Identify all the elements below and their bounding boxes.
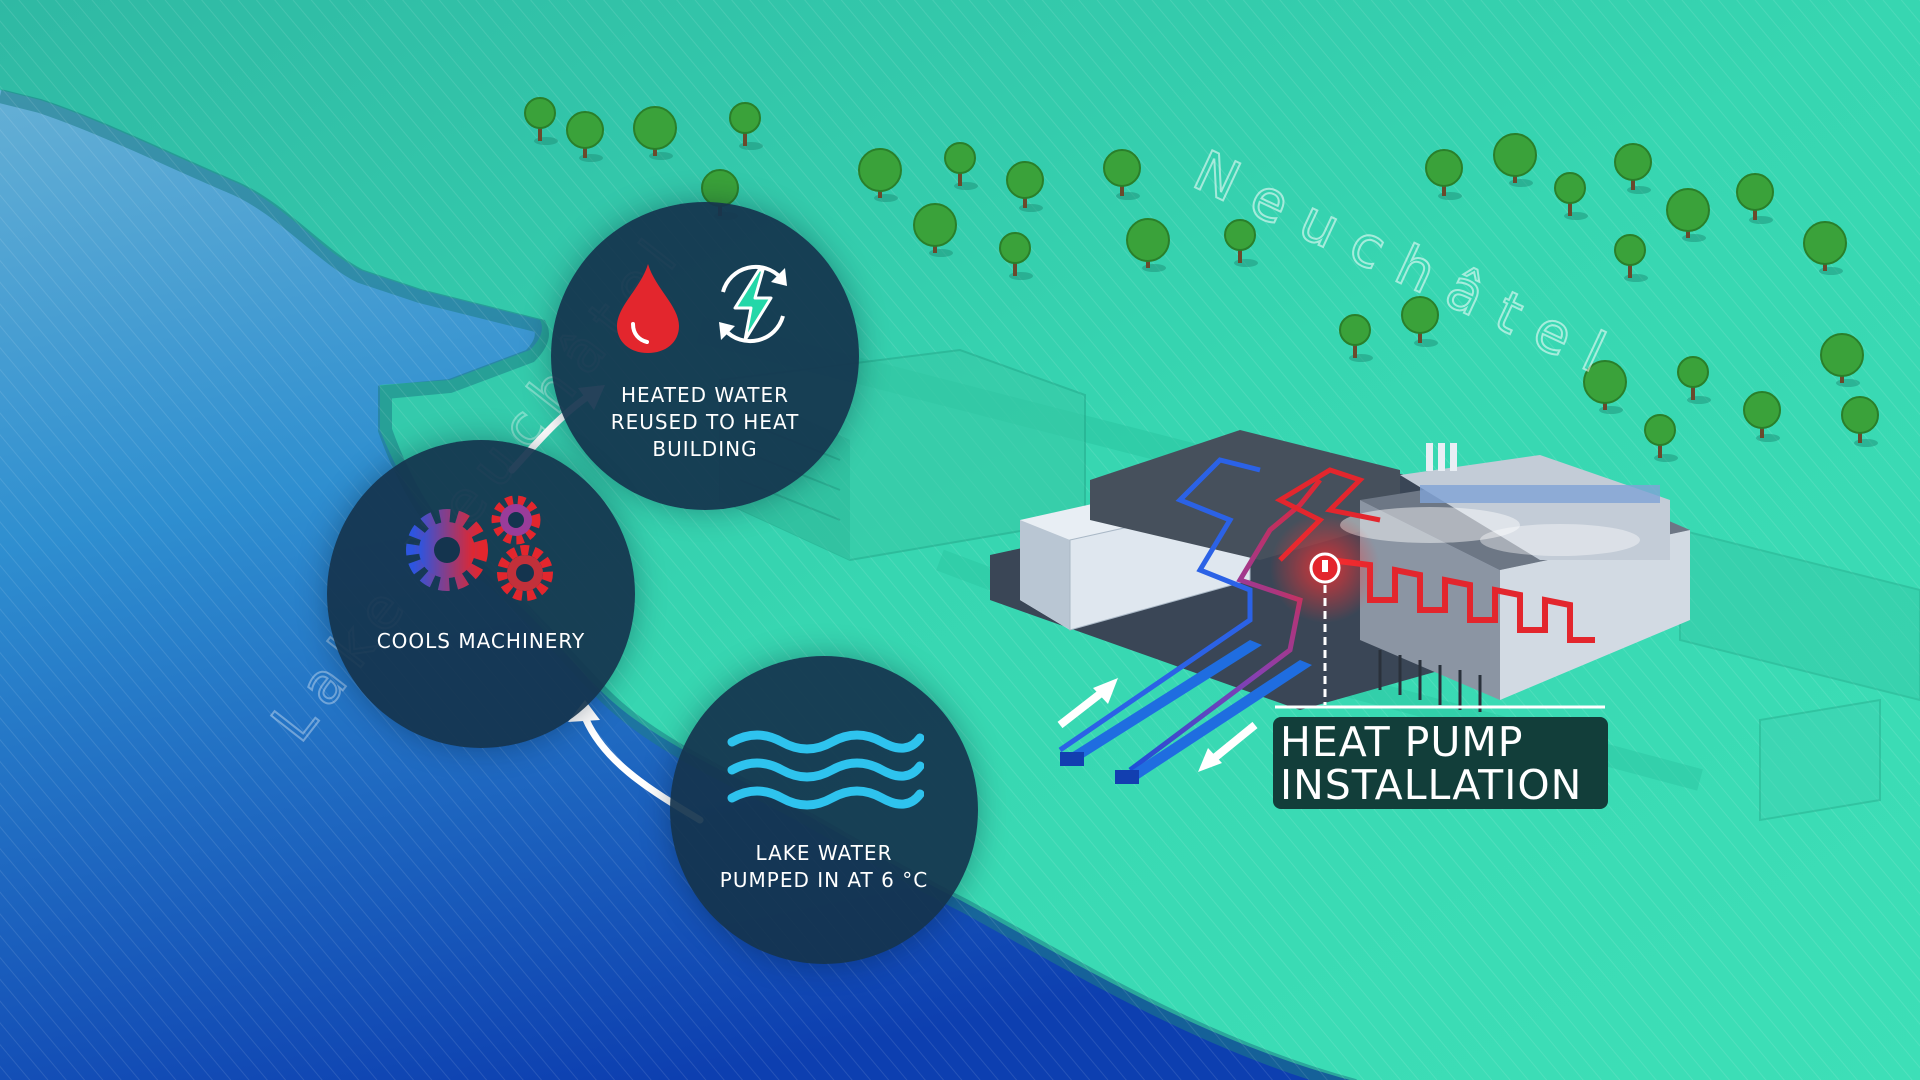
tree	[1820, 333, 1864, 387]
tree	[1103, 149, 1141, 200]
tree	[524, 97, 558, 145]
step-cools-machinery: COOLS MACHINERY	[327, 440, 635, 748]
tree	[1644, 414, 1678, 462]
tree	[1803, 221, 1847, 275]
tree	[1677, 356, 1711, 404]
tree	[999, 232, 1033, 280]
tree	[1126, 218, 1170, 272]
outflow-arrow-icon	[1198, 721, 1258, 772]
tree	[1224, 219, 1258, 267]
heat-pump-callout-label: HEAT PUMP INSTALLATION	[1280, 718, 1583, 809]
tree	[913, 203, 957, 257]
inflow-arrow-icon	[1057, 678, 1118, 729]
water-drop-icon	[617, 264, 679, 353]
tree	[566, 111, 604, 162]
step-lake-water-label: LAKE WATER PUMPED IN AT 6 °C	[719, 841, 929, 892]
step-cools-machinery-label: COOLS MACHINERY	[376, 629, 586, 653]
tree	[1666, 188, 1710, 242]
tree	[1614, 234, 1648, 282]
tree	[1743, 391, 1781, 442]
ghost-building-right	[1679, 528, 1920, 822]
tree	[633, 106, 677, 160]
gears-icon	[406, 495, 553, 601]
step-heated-water-label: HEATED WATER REUSED TO HEAT BUILDING	[610, 383, 800, 461]
tree	[1493, 133, 1537, 187]
tree	[1339, 314, 1373, 362]
step-heated-water: HEATED WATER REUSED TO HEAT BUILDING	[551, 202, 859, 510]
tree	[1736, 173, 1774, 224]
tree	[1554, 172, 1588, 220]
tree	[1006, 161, 1044, 212]
tree	[1614, 143, 1652, 194]
waves-icon	[727, 730, 924, 810]
heat-pump-callout: HEAT PUMP INSTALLATION	[1273, 717, 1608, 809]
step-lake-water: LAKE WATER PUMPED IN AT 6 °C	[670, 656, 978, 964]
tree	[1583, 360, 1627, 414]
energy-recycle-icon	[719, 264, 787, 344]
tree	[1425, 149, 1463, 200]
tree	[1841, 396, 1879, 447]
tree-group	[524, 97, 1879, 462]
tree	[944, 142, 978, 190]
tree	[729, 102, 763, 150]
tree	[858, 148, 902, 202]
tree	[1401, 296, 1439, 347]
